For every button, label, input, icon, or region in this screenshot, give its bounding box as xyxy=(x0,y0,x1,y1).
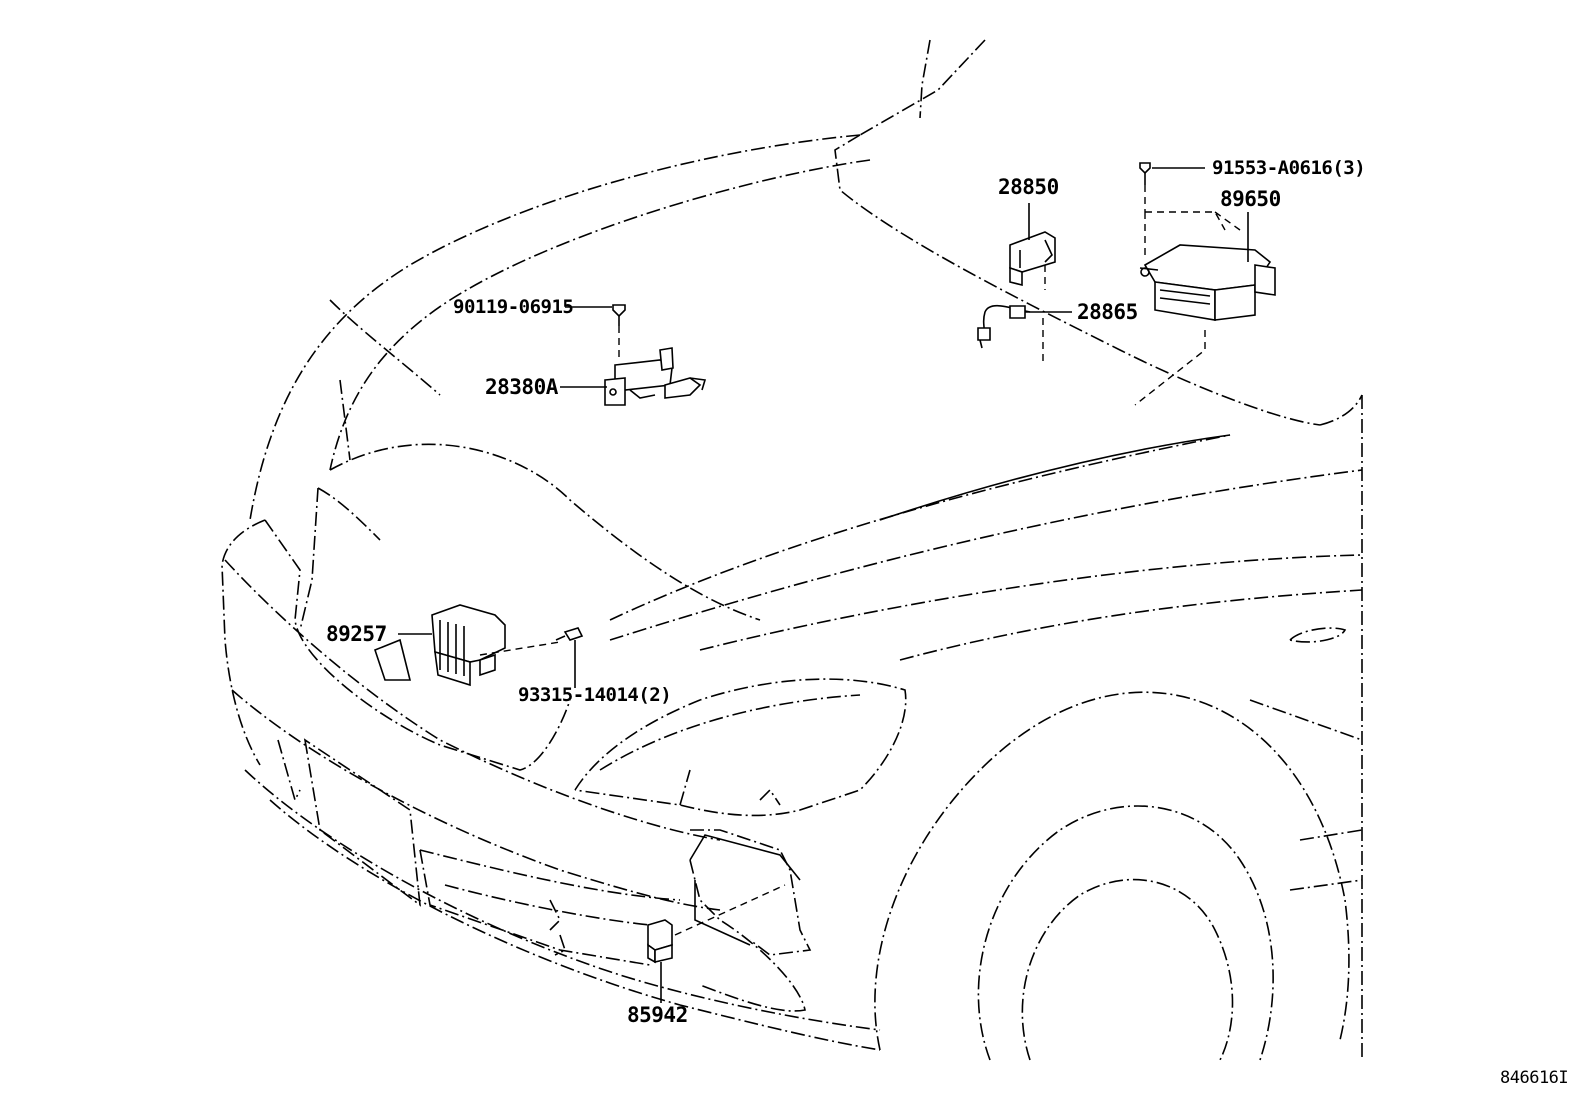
label-90119-06915: 90119-06915 xyxy=(453,296,574,318)
label-93315-14014: 93315-14014(2) xyxy=(518,684,672,706)
relay-28850-icon xyxy=(1009,231,1056,287)
diagram-code: 846616I xyxy=(1500,1068,1569,1088)
bolt-90119-icon xyxy=(612,304,626,326)
wire-28865-icon xyxy=(977,304,1031,349)
label-28865: 28865 xyxy=(1077,300,1138,324)
ecu-89650-icon xyxy=(1139,211,1276,321)
module-89257-icon xyxy=(374,604,506,687)
bolt-93315-icon xyxy=(555,627,584,641)
label-91553-A0616: 91553-A0616(3) xyxy=(1212,157,1366,179)
label-28380A: 28380A xyxy=(485,375,558,399)
sensor-28380A-icon xyxy=(604,347,707,406)
bolt-91553-icon xyxy=(1139,162,1151,185)
label-28850: 28850 xyxy=(998,175,1059,199)
relay-85942-icon xyxy=(647,919,673,964)
label-89257: 89257 xyxy=(326,622,387,646)
label-89650: 89650 xyxy=(1220,187,1281,211)
label-85942: 85942 xyxy=(627,1003,688,1027)
